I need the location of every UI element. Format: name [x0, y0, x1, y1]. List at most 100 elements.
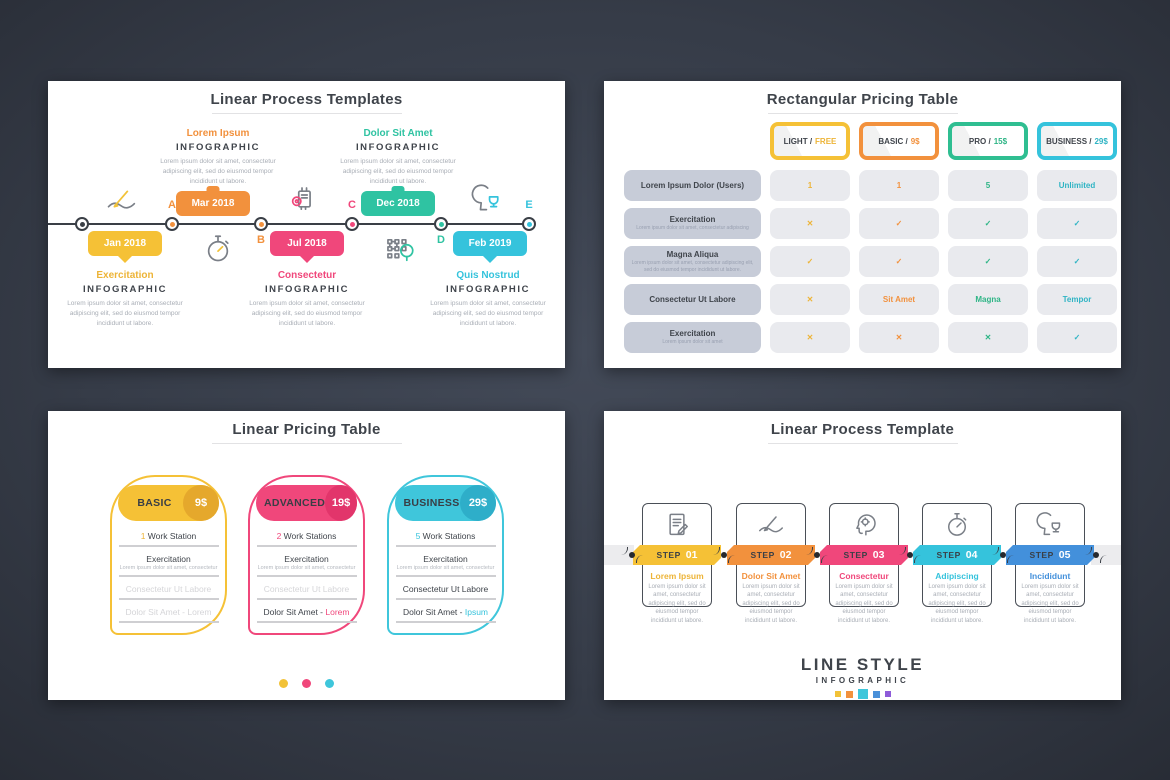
date-badge: Dec 2018	[361, 191, 435, 216]
feature-row: Exercitation Lorem ipsum dolor sit amet,…	[118, 554, 219, 577]
title-underline	[767, 443, 958, 444]
stopwatch-icon	[207, 235, 229, 262]
panel-linear-process-templates: Linear Process Templates A B C D E Jan 2…	[48, 81, 565, 368]
date-badge: Feb 2019	[453, 231, 527, 256]
timeline-line	[48, 223, 529, 225]
milestone-label: Quis Nostrud INFOGRAPHIC Lorem ipsum dol…	[413, 270, 563, 328]
step-label: STEP	[750, 550, 775, 560]
table-cell: Sit Amet	[859, 284, 939, 315]
panel3-title: Linear Pricing Table	[232, 421, 381, 438]
panel-linear-process-template: Linear Process Template STEP 01 Lorem Ip…	[604, 411, 1121, 700]
logo-square-blue	[872, 690, 880, 698]
table-cell: ✕	[770, 208, 850, 239]
row-label-sub: Lorem ipsum dolor sit amet, consectetur …	[631, 260, 754, 273]
milestone-body: Lorem ipsum dolor sit amet, consectetur …	[430, 300, 546, 327]
feature-row: Dolor Sit Amet - Ipsum	[395, 607, 496, 623]
step-ribbon: STEP 03	[820, 545, 908, 565]
table-cell: 5	[948, 170, 1028, 201]
step-heading: Adipiscing	[935, 571, 979, 581]
plan-name: BUSINESS /	[1046, 136, 1092, 146]
feature-text: Work Stations	[281, 531, 337, 541]
title-underline	[211, 443, 402, 444]
milestone-body: Lorem ipsum dolor sit amet, consectetur …	[67, 300, 183, 327]
connector-dot	[1091, 547, 1101, 563]
feature-row: 1 Work Station	[118, 531, 219, 547]
panel2-title: Rectangular Pricing Table	[766, 91, 959, 108]
step-number: 01	[685, 549, 698, 561]
row-label-text: Magna Aliqua	[666, 250, 719, 260]
table-cell: ✓	[859, 246, 939, 277]
plan-name: BASIC /	[878, 136, 908, 146]
feature-row: Consectetur Ut Labore	[395, 584, 496, 600]
table-cell: Tempor	[1037, 284, 1117, 315]
timeline-node-a	[165, 217, 179, 231]
row-label-text: Lorem Ipsum Dolor (Users)	[640, 180, 745, 190]
table-cell: 1	[770, 170, 850, 201]
milestone-subheading: INFOGRAPHIC	[82, 284, 168, 295]
timeline-letter: B	[257, 234, 265, 246]
feature-subtext: Lorem ipsum dolor sit amet, consectetur	[119, 565, 218, 571]
milestone-label: Lorem Ipsum INFOGRAPHIC Lorem ipsum dolo…	[143, 128, 293, 186]
plan-price: 29$	[1094, 136, 1108, 146]
milestone-subheading: INFOGRAPHIC	[175, 142, 261, 153]
plan-name: ADVANCED	[264, 497, 326, 509]
step-ribbon: STEP 05	[1006, 545, 1094, 565]
logo-square-cyan	[857, 689, 868, 699]
head-trophy-icon	[1036, 512, 1061, 536]
logo-square-orange	[845, 690, 853, 698]
milestone-label: Dolor Sit Amet INFOGRAPHIC Lorem ipsum d…	[323, 128, 473, 186]
feature-highlight: 2	[276, 531, 282, 541]
milestone-subheading: INFOGRAPHIC	[445, 284, 531, 295]
milestone-label: Consectetur INFOGRAPHIC Lorem ipsum dolo…	[232, 270, 382, 328]
carousel-dot-pink	[302, 679, 311, 688]
step-ribbon: STEP 01	[633, 545, 721, 565]
feature-row: Consectetur Ut Labore	[118, 584, 219, 600]
milestone-subheading: INFOGRAPHIC	[355, 142, 441, 153]
feature-text: Exercitation	[146, 554, 191, 564]
step-body: Lorem ipsum dolor sit amet, consectetur …	[648, 584, 706, 624]
plan-name: LIGHT /	[783, 136, 813, 146]
step-body: Lorem ipsum dolor sit amet, consectetur …	[742, 584, 800, 624]
feature-row: Dolor Sit Amet - Lorem	[118, 607, 219, 623]
table-row-label: Lorem Ipsum Dolor (Users)	[624, 170, 761, 201]
connector-dot	[719, 547, 729, 563]
step-heading: Lorem Ipsum	[650, 571, 704, 581]
stopwatch-icon	[948, 513, 967, 536]
table-row-label: Exercitation Lorem ipsum dolor sit amet,…	[624, 208, 761, 239]
milestone-body: Lorem ipsum dolor sit amet, consectetur …	[340, 158, 456, 185]
table-cell: 1	[859, 170, 939, 201]
timeline-node-e	[522, 217, 536, 231]
step-label: STEP	[656, 550, 681, 560]
logo-square-purple	[884, 691, 891, 697]
timeline-node-d	[434, 217, 448, 231]
step-label: STEP	[843, 550, 868, 560]
plan-price: 29$	[460, 485, 496, 521]
step-ribbon: STEP 02	[727, 545, 815, 565]
step-ribbon: STEP 04	[913, 545, 1001, 565]
timeline-node-c	[345, 217, 359, 231]
step-number: 02	[779, 549, 792, 561]
connector-dot	[998, 547, 1008, 563]
carousel-dot-cyan	[325, 679, 334, 688]
feature-highlight: 1	[140, 531, 146, 541]
table-cell: ✓	[1037, 246, 1117, 277]
title-underline	[767, 113, 958, 114]
feature-row: 2 Work Stations	[256, 531, 357, 547]
milestone-body: Lorem ipsum dolor sit amet, consectetur …	[160, 158, 276, 185]
table-cell: ✓	[1037, 322, 1117, 353]
writing-hand-icon	[759, 516, 783, 533]
feature-row: Exercitation Lorem ipsum dolor sit amet,…	[395, 554, 496, 577]
plan-chip-business: BUSINESS / 29$	[1037, 122, 1117, 160]
table-cell: ✕	[859, 322, 939, 353]
table-cell: ✓	[859, 208, 939, 239]
plan-price: FREE	[815, 136, 837, 146]
plan-price: 19$	[325, 485, 357, 521]
feature-text: Dolor Sit Amet -	[402, 607, 465, 617]
timeline-node-b	[254, 217, 268, 231]
writing-hand-icon	[107, 190, 136, 209]
table-cell: ✓	[948, 208, 1028, 239]
row-label-text: Exercitation	[669, 215, 716, 225]
step-heading: Incididunt	[1029, 571, 1071, 581]
feature-text: Dolor Sit Amet -	[263, 607, 326, 617]
